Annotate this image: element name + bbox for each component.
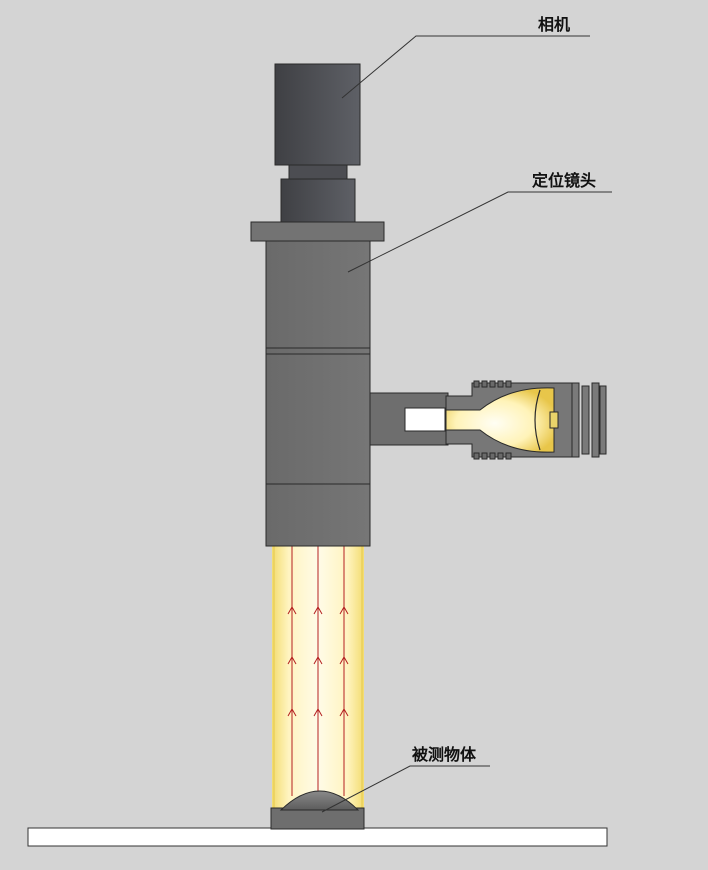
base-plate xyxy=(27,827,608,847)
positioning-lens xyxy=(250,221,385,547)
measured-object xyxy=(270,790,365,830)
label-positioning-lens: 定位镜头 xyxy=(531,171,596,190)
label-measured-object: 被测物体 xyxy=(412,745,477,764)
callout-lines xyxy=(321,35,612,813)
camera xyxy=(274,63,361,223)
arrow-up-icon xyxy=(287,605,349,717)
label-camera: 相机 xyxy=(538,15,570,34)
light-source-assembly xyxy=(369,380,607,460)
light-rays xyxy=(291,546,345,796)
